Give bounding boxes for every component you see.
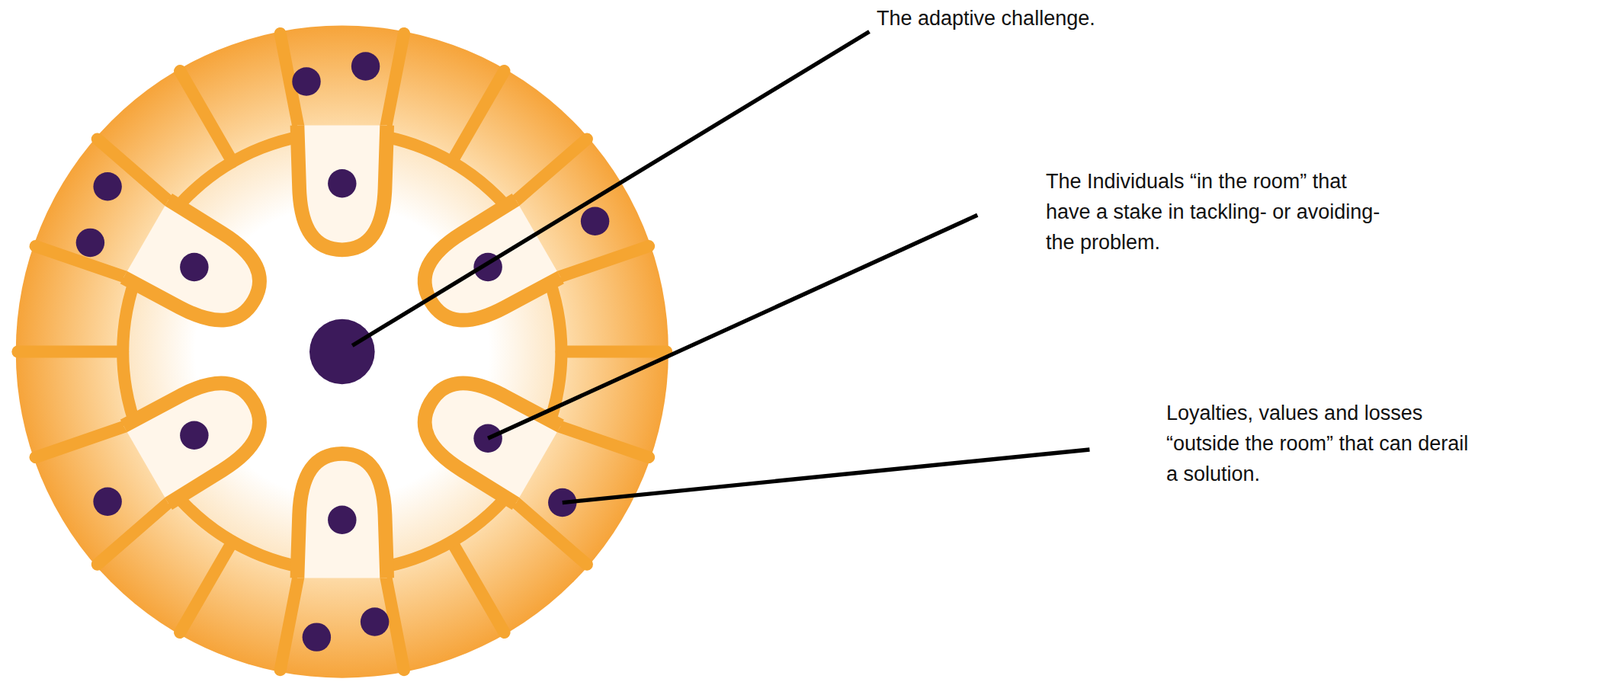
outer-disc xyxy=(16,25,669,678)
ring-divider xyxy=(507,138,587,208)
petal xyxy=(407,199,561,340)
ring-divider xyxy=(280,567,301,671)
ring-divider xyxy=(549,246,649,281)
person-dots xyxy=(76,51,610,652)
callout-text: The adaptive challenge. xyxy=(876,3,1273,34)
petal xyxy=(123,363,276,504)
ring-divider xyxy=(452,541,505,633)
ring-divider xyxy=(561,346,667,359)
ring-dividers xyxy=(17,33,667,671)
callout-text: Loyalties, values and losses “outside th… xyxy=(1166,397,1472,490)
callout-text: The Individuals “in the room” that have … xyxy=(1045,166,1382,258)
ring-divider xyxy=(179,541,233,633)
ring-divider xyxy=(179,70,233,162)
ring-divider xyxy=(35,423,135,458)
leader-lines xyxy=(352,31,1090,503)
petal xyxy=(297,453,388,578)
petal xyxy=(123,199,276,340)
ring-divider xyxy=(452,70,505,162)
ring-divider xyxy=(549,423,649,458)
petal xyxy=(297,125,388,251)
ring-divider xyxy=(384,33,405,137)
petal-shapes xyxy=(123,125,561,579)
petal xyxy=(407,363,561,504)
ring-divider xyxy=(17,346,123,359)
